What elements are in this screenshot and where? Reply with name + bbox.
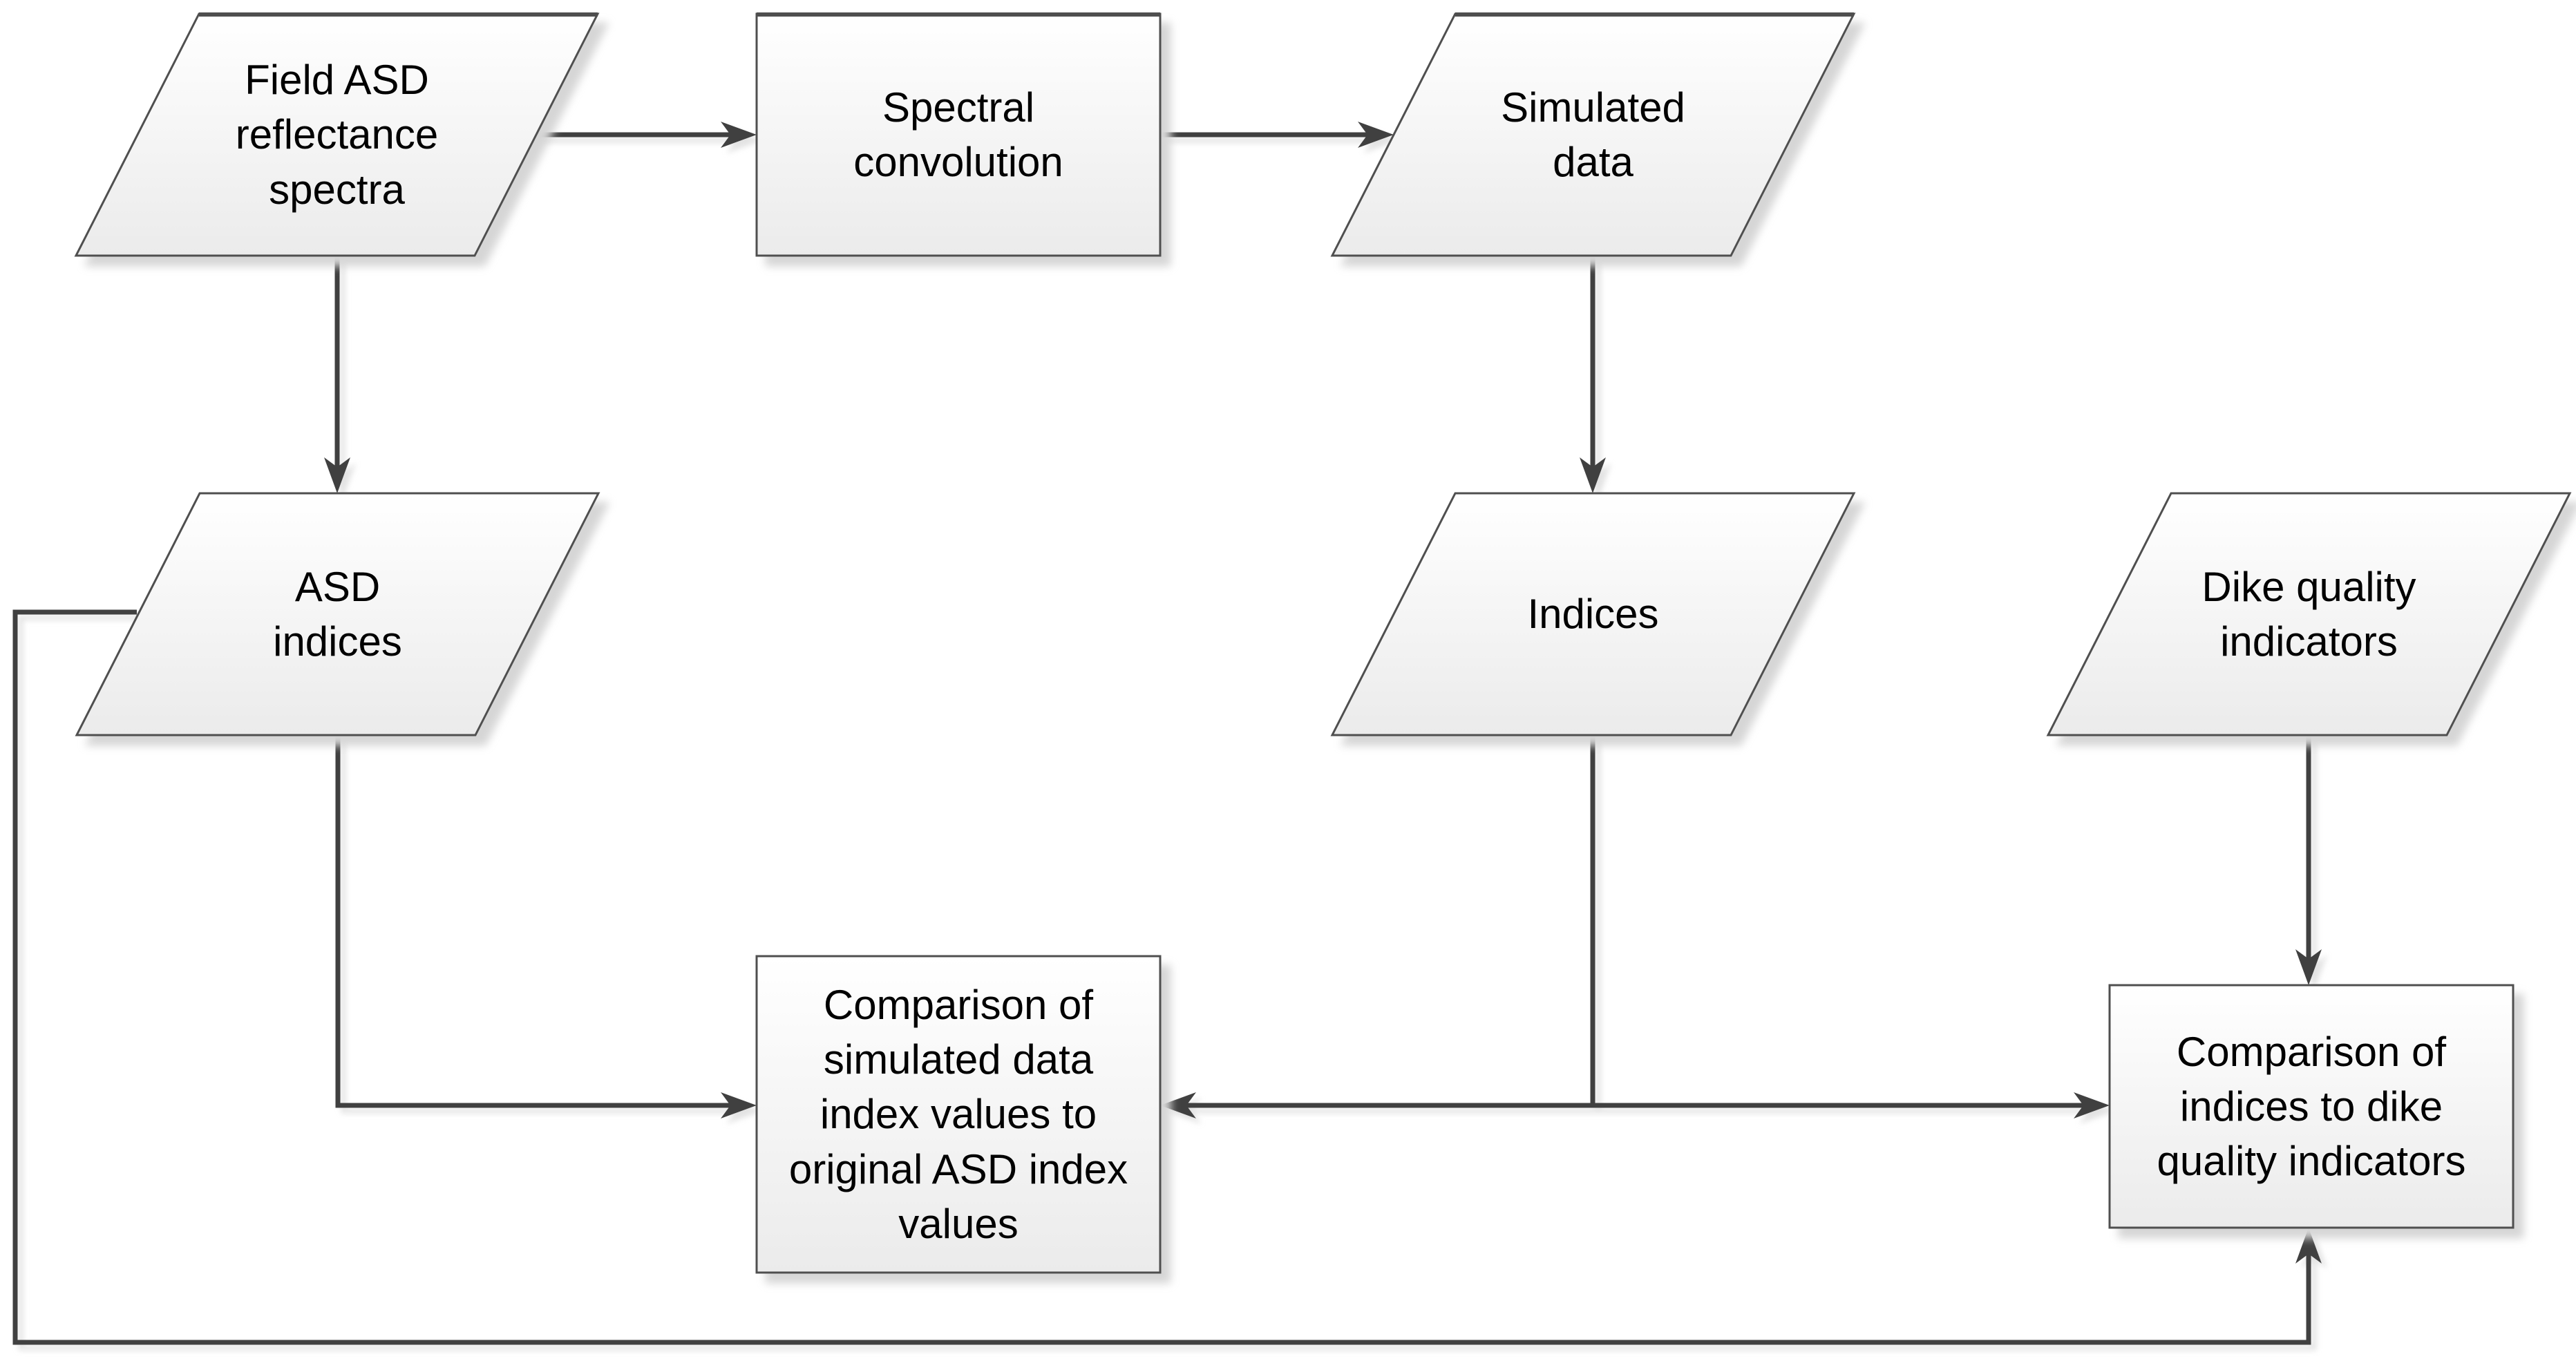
arrowhead-dike-to-comparison [2295,949,2322,985]
connector-layer [12,122,2322,1345]
indices-shape [1330,492,1856,736]
arrowhead-spectral-to-simulated [1358,122,1394,148]
field-asd-shape [74,12,600,257]
dike-quality-shape [2046,492,2572,736]
arrowhead-asd-indices-to-comparison [721,1092,757,1119]
arrowhead-field-to-spectral [721,122,757,148]
spectral-convolution-shape [755,12,1162,257]
arrow-asd-indices-to-comparison [335,735,730,1108]
arrowhead-simulated-to-indices [1580,457,1606,493]
comparison-dike-shape [2108,984,2515,1229]
shape-layer [74,12,2572,1274]
asd-indices-shape [75,492,600,736]
arrowhead-bottom-route-to-comparison-dike [2295,1228,2322,1264]
comparison-simulated-shape [755,955,1162,1274]
arrow-asd-indices-bottom-route [12,609,2311,1345]
arrowhead-field-to-asd-indices [324,457,350,493]
simulated-data-shape [1330,12,1856,257]
arrowhead-indices-to-comparison-sim [1160,1092,1196,1119]
arrowhead-indices-to-comparison-dike [2074,1092,2110,1119]
